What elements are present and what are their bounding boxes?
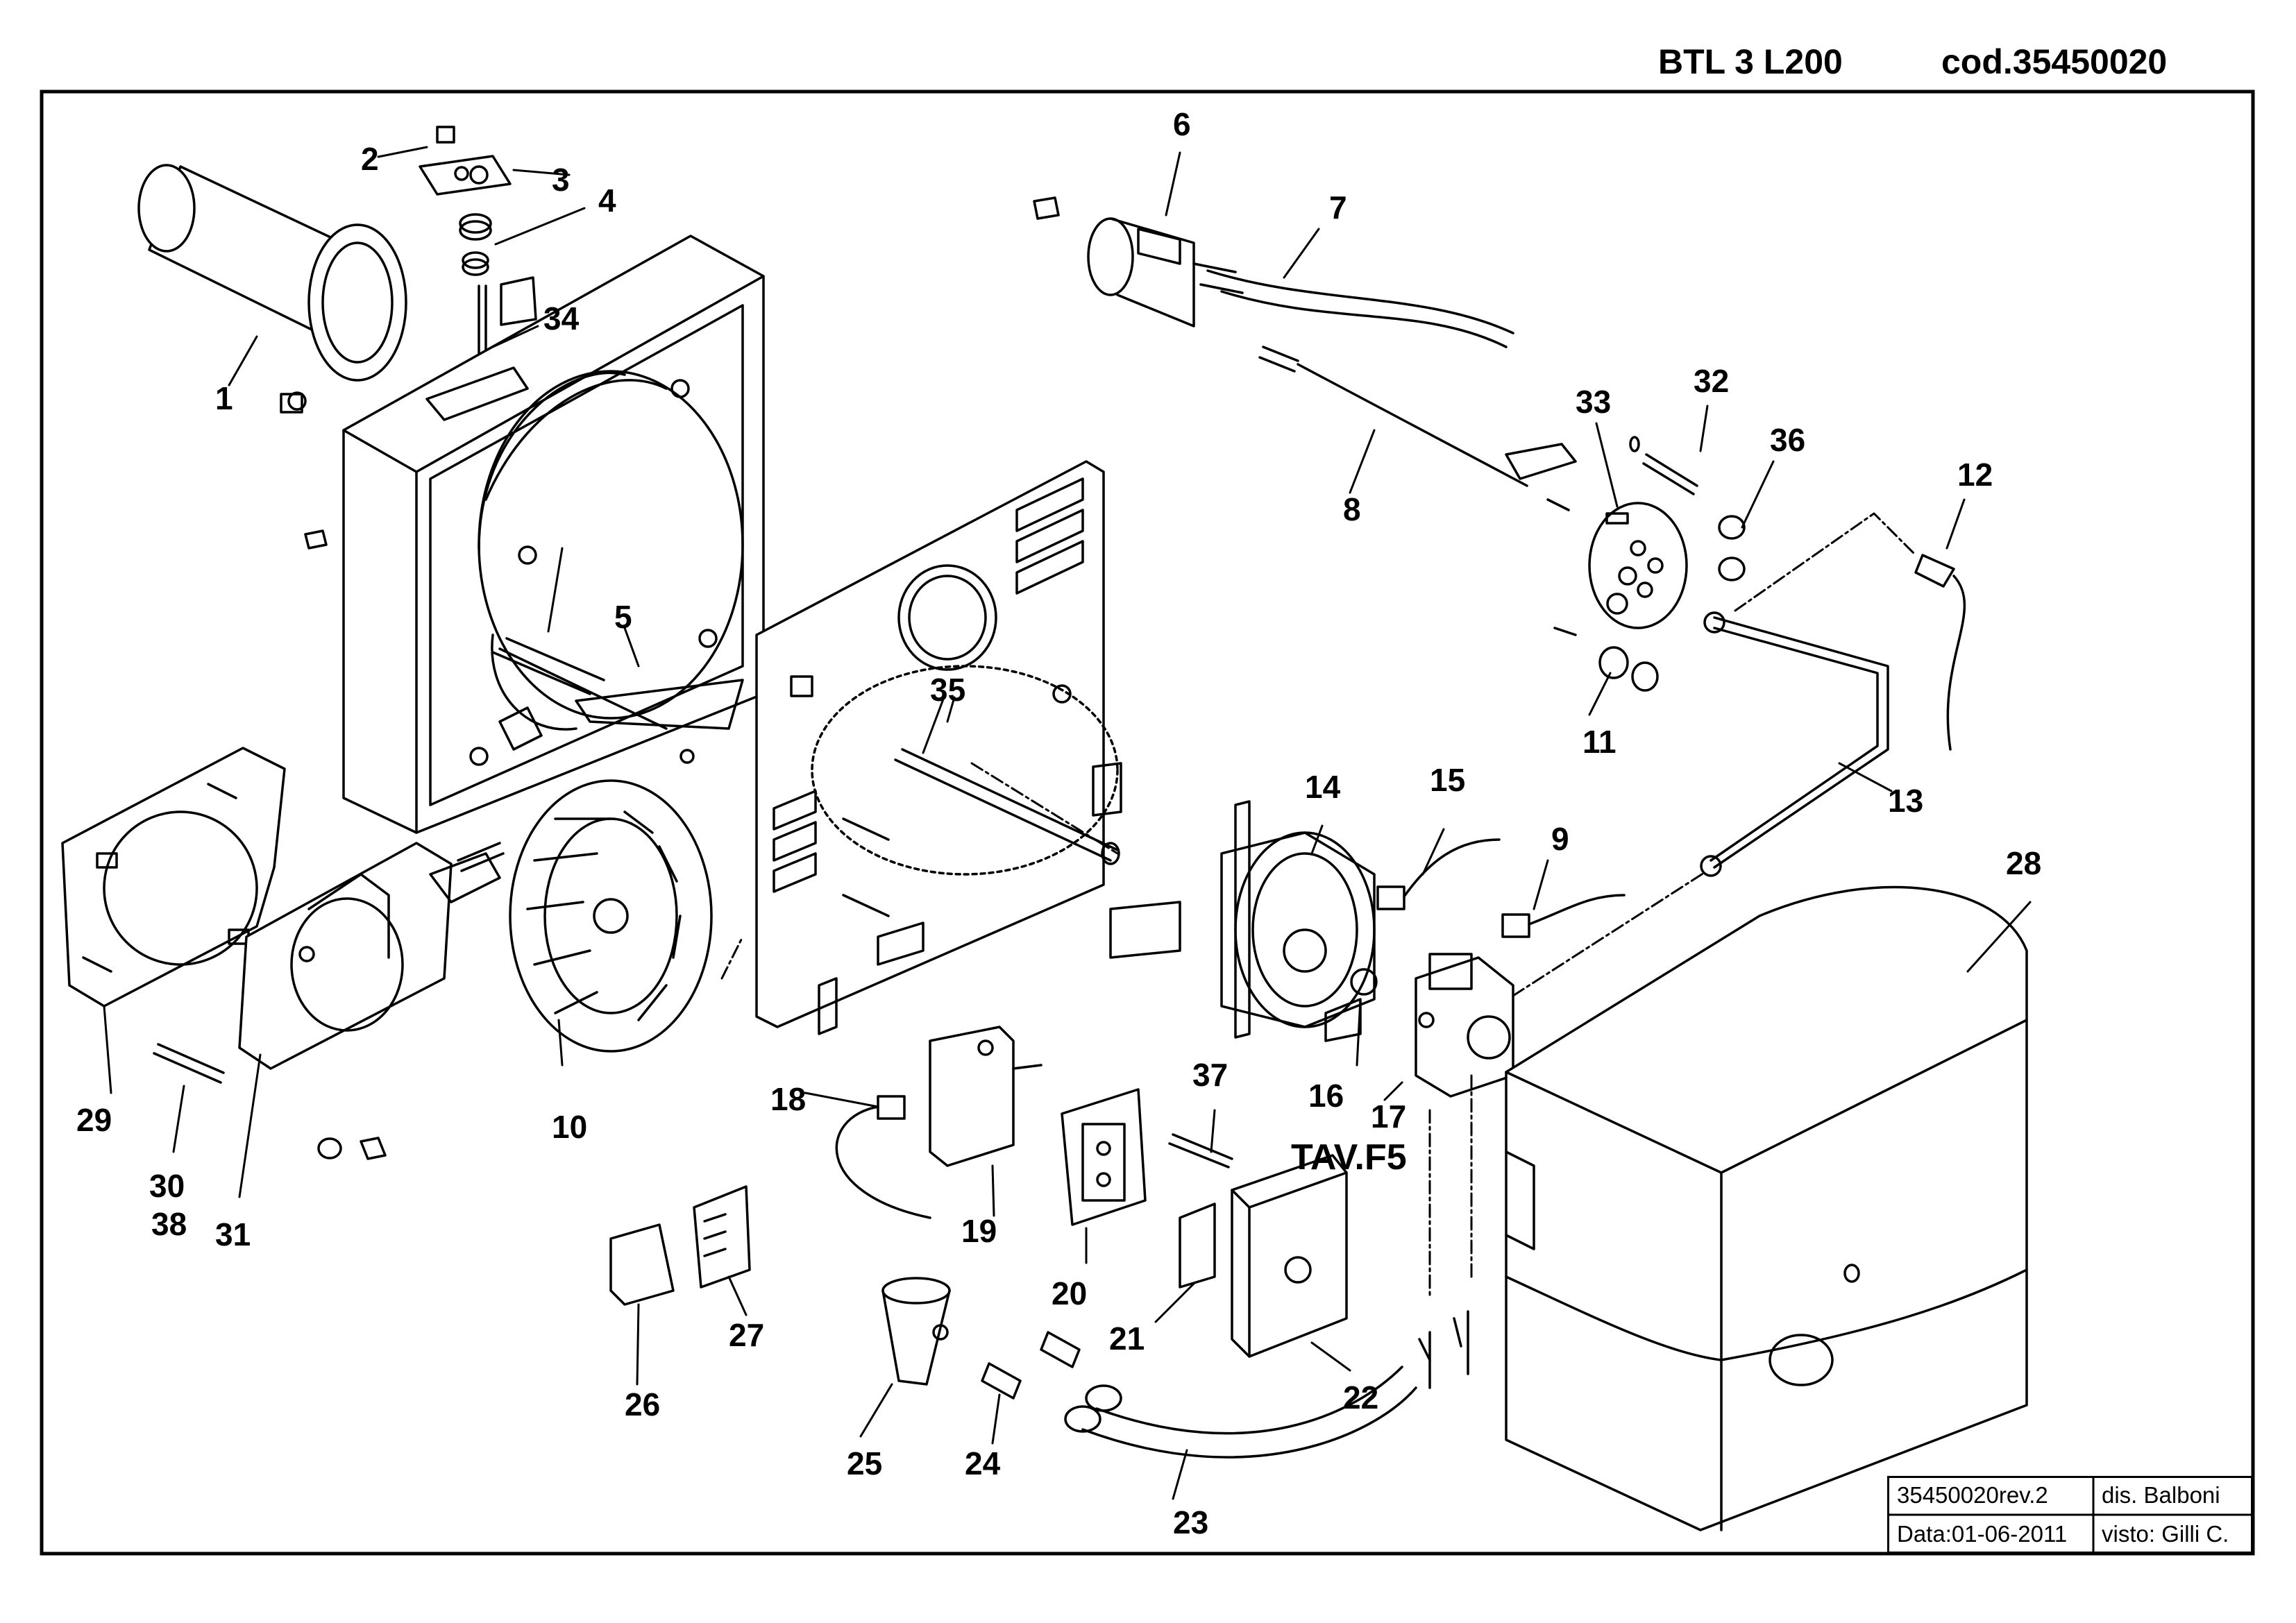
electrode-fixing-parts (419, 126, 537, 390)
assembly-lines (720, 512, 1917, 1299)
oil-hoses-drawing (1064, 1310, 1469, 1459)
reference-label: TAV.F5 (1291, 1137, 1407, 1178)
blast-tube-drawing (137, 164, 407, 411)
part-label: 18 (770, 1081, 806, 1117)
part-label: 17 (1371, 1098, 1406, 1135)
part-label: 4 (598, 182, 616, 219)
nipples-drawing (981, 1331, 1081, 1400)
part-label: 10 (552, 1109, 587, 1145)
mounting-plate-drawing (755, 460, 1122, 1035)
burner-housing-drawing (342, 235, 765, 834)
part-label: 20 (1052, 1275, 1087, 1311)
photocell-drawing (1914, 554, 1966, 751)
part-label: 29 (76, 1102, 112, 1138)
part-label: 2 (361, 141, 379, 177)
part-label: 7 (1329, 189, 1347, 226)
flange-gasket-drawing (61, 747, 286, 1008)
part-label: 38 (151, 1206, 187, 1242)
loose-fasteners (280, 393, 328, 550)
part-label: 33 (1576, 384, 1611, 420)
leader-lines (103, 146, 2032, 1500)
coil-nut-drawing (1350, 968, 1378, 996)
part-label: 5 (614, 599, 632, 635)
part-label: 30 (149, 1168, 185, 1204)
part-label: 13 (1888, 783, 1923, 819)
motor-drawing (1109, 800, 1376, 1042)
plug-27-drawing (693, 1185, 751, 1289)
fan-wheel-drawing (509, 779, 713, 1053)
plug-26-drawing (609, 1223, 675, 1306)
part-label: 31 (215, 1216, 251, 1252)
motor-connector-drawing (1376, 838, 1501, 910)
part-label: 37 (1192, 1057, 1228, 1093)
capacitor-drawing (835, 1026, 1043, 1219)
screw-drawing (1642, 453, 1698, 495)
nipple-drawing (1553, 627, 1659, 692)
part-label: 8 (1343, 491, 1361, 527)
part-label: 19 (961, 1213, 997, 1249)
part-label: 14 (1305, 769, 1341, 805)
nuts-drawing (1718, 515, 1746, 581)
part-label: 11 (1582, 724, 1617, 760)
control-box-drawing (1179, 1154, 1348, 1358)
part-label: 24 (965, 1445, 1001, 1481)
part-label: 9 (1551, 821, 1569, 857)
part-label: 1 (215, 380, 233, 416)
drawn-by: dis. Balboni (2102, 1482, 2220, 1508)
drawing-code: cod.35450020 (1941, 42, 2168, 81)
stud-drawing (153, 1043, 225, 1084)
part-label: 3 (552, 162, 570, 198)
part-label: 6 (1173, 106, 1191, 142)
fixing-screw-drawing (1168, 1133, 1233, 1169)
part-label: 21 (1109, 1320, 1145, 1357)
oil-pump-drawing (1415, 953, 1514, 1098)
part-label: 28 (2006, 845, 2041, 881)
part-label: 26 (625, 1386, 660, 1422)
part-label: 22 (1343, 1379, 1378, 1416)
part-label: 27 (729, 1317, 764, 1353)
part-label: 25 (847, 1445, 882, 1481)
part-label: 16 (1308, 1078, 1344, 1114)
part-label: 12 (1957, 457, 1993, 493)
pump-connector-drawing (1501, 894, 1626, 938)
ignition-cables-drawing (1192, 262, 1514, 348)
electrode-drawing (1258, 346, 1577, 511)
checked-by: visto: Gilli C. (2102, 1521, 2229, 1547)
ignition-head-drawing (1033, 196, 1195, 328)
title-block: 35450020rev.2 dis. Balboni Data:01-06-20… (1887, 1476, 2253, 1554)
base-socket-drawing (1061, 1088, 1147, 1226)
part-label: 23 (1173, 1504, 1208, 1540)
burner-cover-drawing (1505, 885, 2028, 1531)
model-title: BTL 3 L200 (1658, 42, 1843, 81)
part-label: 15 (1430, 762, 1465, 798)
part-label: 35 (930, 672, 965, 708)
part-label: 36 (1770, 422, 1805, 458)
sheet-frame (40, 90, 2255, 1556)
pump-flange-drawing (1588, 502, 1688, 629)
oil-pipe-drawing (1700, 611, 1889, 877)
drawing-revision: 35450020rev.2 (1897, 1482, 2048, 1508)
washer-drawing (1629, 436, 1640, 452)
drawing-date: Data:01-06-2011 (1897, 1521, 2068, 1547)
part-label: 34 (543, 300, 580, 337)
filter-drawing (881, 1277, 951, 1386)
part-label: 32 (1694, 363, 1729, 399)
flange-drawing (238, 842, 505, 1160)
